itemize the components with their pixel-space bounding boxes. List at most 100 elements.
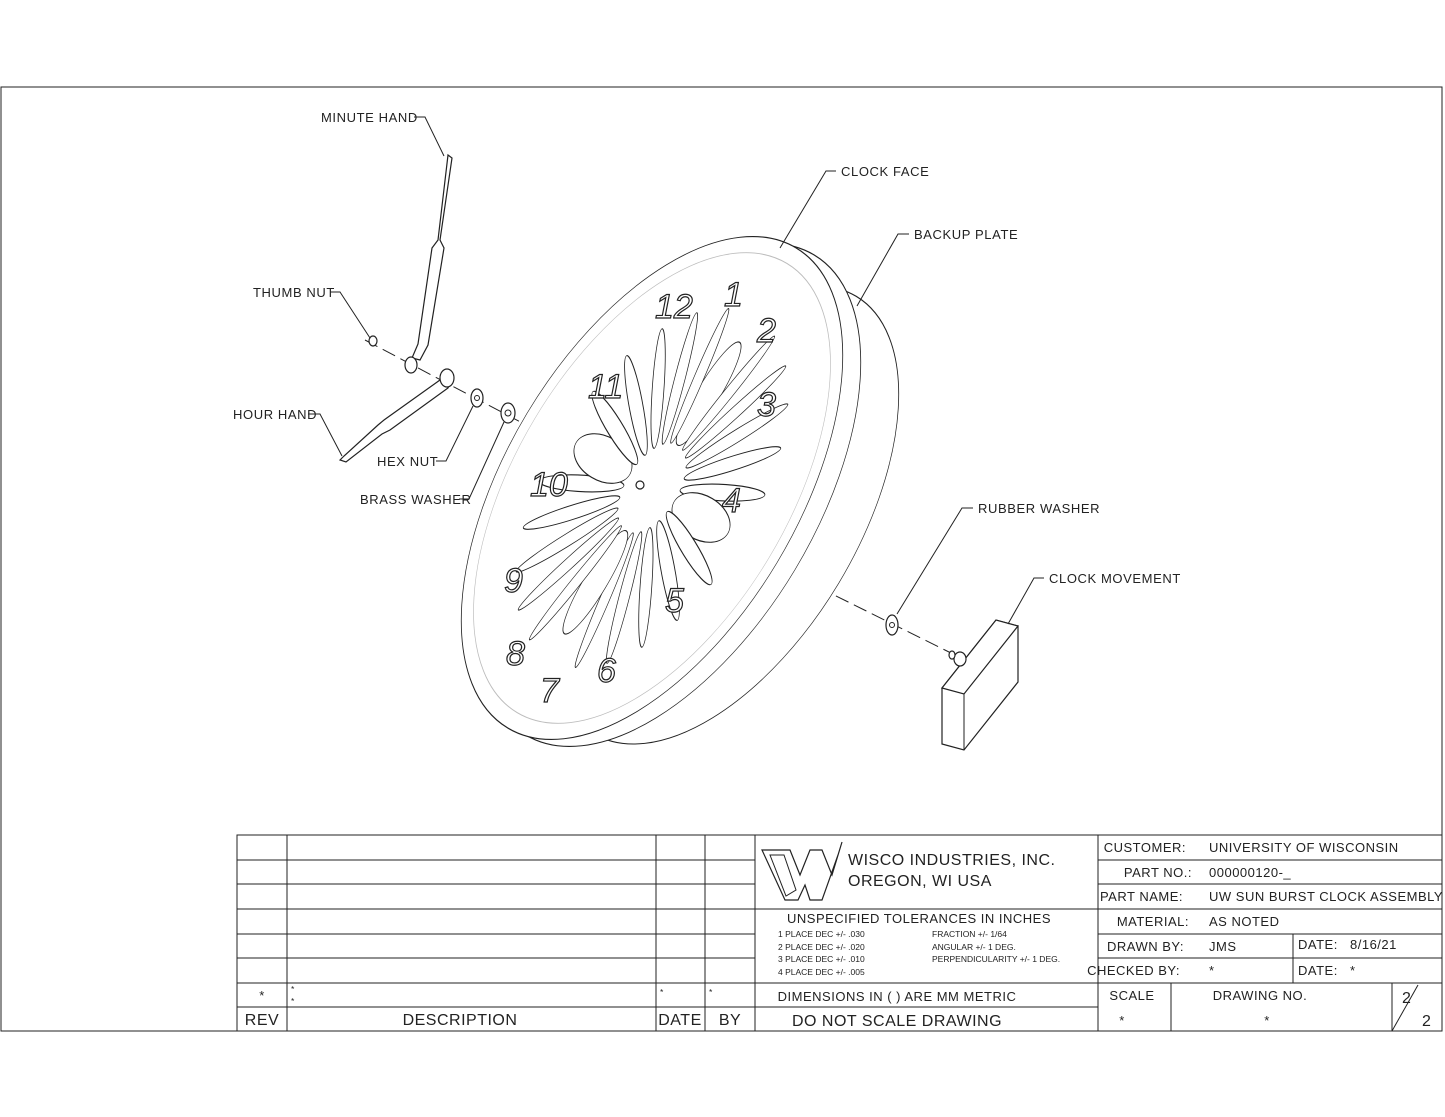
dial-number-7: 7 <box>540 672 560 710</box>
sunburst-petal <box>591 390 639 466</box>
callout-label: THUMB NUT <box>253 285 335 300</box>
dial-number-10: 10 <box>530 466 568 504</box>
callout-label: BACKUP PLATE <box>914 227 1018 242</box>
rubber-washer <box>885 614 899 636</box>
material-label: MATERIAL: <box>1117 914 1189 929</box>
drawing-no-label: DRAWING NO. <box>1213 988 1308 1003</box>
drawn-by-label: DRAWN BY: <box>1107 939 1184 954</box>
by-value: * <box>709 987 713 997</box>
tolerance-1-place: 1 PLACE DEC +/- .030 <box>778 929 865 939</box>
callout-label: CLOCK MOVEMENT <box>1049 571 1181 586</box>
sunburst-petal <box>685 403 789 469</box>
rubber-washer-hole <box>889 622 895 628</box>
customer-label: CUSTOMER: <box>1104 840 1186 855</box>
callout-label: HOUR HAND <box>233 407 317 422</box>
material-value: AS NOTED <box>1209 914 1279 929</box>
tolerance-angular: ANGULAR +/- 1 DEG. <box>932 942 1016 952</box>
dial-number-11: 11 <box>588 368 623 406</box>
tolerance-3-place: 3 PLACE DEC +/- .010 <box>778 954 865 964</box>
sunburst-petal <box>670 308 730 444</box>
tolerance-perpendicularity: PERPENDICULARITY +/- 1 DEG. <box>932 954 1060 964</box>
dial-number-12: 12 <box>655 288 693 326</box>
part-name-label: PART NAME: <box>1100 889 1183 904</box>
tolerance-4-place: 4 PLACE DEC +/- .005 <box>778 967 865 977</box>
callout-label: MINUTE HAND <box>321 110 418 125</box>
callout-clock-face: CLOCK FACE <box>779 164 929 249</box>
title-block: * * * * * REV DESCRIPTION DATE BY WISCO … <box>236 834 1443 1032</box>
sunburst-petal <box>522 495 621 530</box>
sunburst-petals <box>515 308 789 668</box>
sunburst-petal <box>650 328 666 449</box>
part-no-value: 000000120-_ <box>1209 865 1291 880</box>
hex-nut <box>470 388 484 408</box>
scale-value: * <box>1119 1013 1125 1028</box>
sunburst-petal <box>661 312 699 445</box>
rev-header: REV <box>245 1012 279 1029</box>
sunburst-petal <box>685 365 787 459</box>
callout-hex-nut: HEX NUT <box>377 405 474 469</box>
tolerance-fraction: FRACTION +/- 1/64 <box>932 929 1007 939</box>
sunburst-petal <box>574 532 634 668</box>
sheet-total: 2 <box>1422 1013 1431 1030</box>
drawn-date-label: DATE: <box>1298 937 1338 952</box>
sunburst-petal <box>515 507 619 573</box>
description-header: DESCRIPTION <box>403 1012 518 1029</box>
dial-number-1: 1 <box>724 276 743 314</box>
customer-value: UNIVERSITY OF WISCONSIN <box>1209 840 1399 855</box>
sunburst-petal <box>683 446 782 481</box>
description-value-2: * <box>291 996 295 1006</box>
dial-number-4: 4 <box>722 482 741 520</box>
clock-movement <box>940 619 1020 751</box>
checked-date-value: * <box>1350 963 1356 978</box>
tolerance-2-place: 2 PLACE DEC +/- .020 <box>778 942 865 952</box>
tolerances-title: UNSPECIFIED TOLERANCES IN INCHES <box>787 911 1051 926</box>
sunburst-petal <box>605 531 643 664</box>
company-name: WISCO INDUSTRIES, INC. <box>848 852 1055 869</box>
callout-clock-movement: CLOCK MOVEMENT <box>1007 571 1181 625</box>
minute-hand-hub <box>404 356 418 374</box>
hour-hand-hub <box>439 368 455 388</box>
checked-date-label: DATE: <box>1298 963 1338 978</box>
hex-nut-hole <box>474 395 480 401</box>
by-header: BY <box>719 1012 741 1029</box>
thumb-nut <box>368 335 378 347</box>
sunburst-petal <box>638 527 654 648</box>
sunburst-petal <box>656 520 680 621</box>
checked-by-value: * <box>1209 963 1215 978</box>
dial-numbers: 12 1 2 3 4 5 6 7 8 9 10 11 <box>503 275 776 710</box>
drawn-date-value: 8/16/21 <box>1350 937 1397 952</box>
dial-number-3: 3 <box>757 386 776 424</box>
date-value: * <box>660 987 664 997</box>
checked-by-label: CHECKED BY: <box>1087 963 1180 978</box>
clock-face <box>460 236 844 740</box>
assembly-axis-rear <box>817 586 956 656</box>
callout-brass-washer: BRASS WASHER <box>360 421 505 507</box>
dial-number-8: 8 <box>506 635 525 673</box>
sunburst-petal <box>528 525 622 641</box>
brass-washer <box>500 402 516 424</box>
callout-minute-hand: MINUTE HAND <box>321 110 445 157</box>
hour-hand <box>338 377 453 463</box>
company-logo <box>761 841 843 901</box>
date-header: DATE <box>658 1012 701 1029</box>
callout-label: CLOCK FACE <box>841 164 929 179</box>
metric-note: DIMENSIONS IN ( ) ARE MM METRIC <box>778 989 1017 1004</box>
sunburst-petal <box>665 510 713 586</box>
part-no-label: PART NO.: <box>1124 865 1192 880</box>
callout-hour-hand: HOUR HAND <box>233 407 343 457</box>
callout-label: BRASS WASHER <box>360 492 471 507</box>
drawn-by-value: JMS <box>1209 939 1237 954</box>
sunburst-petal <box>682 335 776 451</box>
description-value-1: * <box>291 984 295 994</box>
center-hole <box>635 480 645 490</box>
minute-hand <box>411 153 453 361</box>
sunburst-petal <box>517 517 619 611</box>
sunburst-petal <box>624 355 648 456</box>
callout-rubber-washer: RUBBER WASHER <box>896 501 1100 615</box>
dial-number-9: 9 <box>504 562 523 600</box>
scale-label: SCALE <box>1109 988 1154 1003</box>
company-location: OREGON, WI USA <box>848 873 992 890</box>
dial-number-6: 6 <box>597 652 616 690</box>
brass-washer-hole <box>504 409 512 417</box>
